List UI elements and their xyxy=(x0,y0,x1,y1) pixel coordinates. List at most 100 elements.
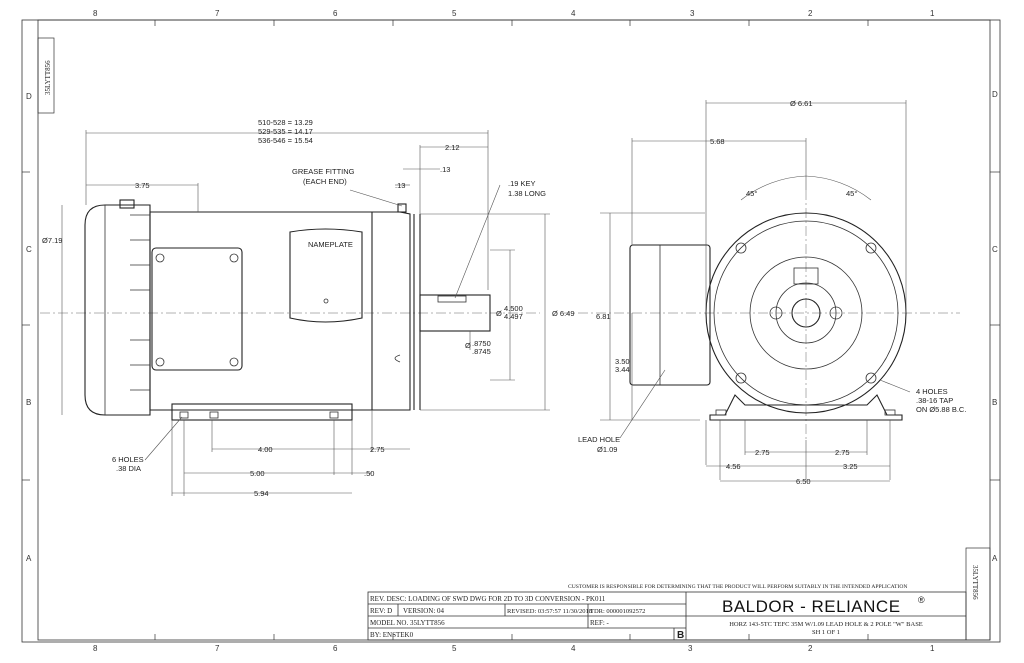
motor-end-view xyxy=(560,190,960,440)
svg-text:4.00: 4.00 xyxy=(258,445,273,454)
svg-text:3.25: 3.25 xyxy=(843,462,858,471)
motor-side-view xyxy=(40,199,540,421)
svg-text:5: 5 xyxy=(452,644,457,653)
row-labels-right: D C B A xyxy=(992,90,998,563)
shaft-end xyxy=(791,298,821,328)
svg-text:B: B xyxy=(26,398,31,407)
svg-text:Ø1.09: Ø1.09 xyxy=(597,445,617,454)
svg-text:.13: .13 xyxy=(440,165,450,174)
column-labels-bottom: 8 7 6 5 4 3 2 1 xyxy=(93,644,935,653)
svg-text:6.81: 6.81 xyxy=(596,312,611,321)
svg-text:510-528 = 13.29: 510-528 = 13.29 xyxy=(258,118,313,127)
svg-text:8: 8 xyxy=(93,9,98,18)
svg-text:4.500: 4.500 xyxy=(504,304,523,313)
svg-text:B: B xyxy=(992,398,997,407)
base-end xyxy=(709,394,903,421)
inner-border xyxy=(37,19,991,641)
end-dimension-lines xyxy=(600,100,911,482)
svg-text:1: 1 xyxy=(930,644,935,653)
title-block: CUSTOMER IS RESPONSIBLE FOR DETERMINING … xyxy=(367,584,967,641)
svg-text:4 HOLES: 4 HOLES xyxy=(916,387,948,396)
company-logo: BALDOR - RELIANCE xyxy=(722,597,901,616)
row-labels-left: D C B A xyxy=(26,92,32,563)
side-dimension-labels: 510-528 = 13.29 529-535 = 14.17 536-546 … xyxy=(42,118,575,498)
rev: REV: D xyxy=(370,607,392,615)
svg-text:7: 7 xyxy=(215,9,220,18)
key xyxy=(437,295,467,303)
svg-text:LEAD HOLE: LEAD HOLE xyxy=(578,435,620,444)
svg-text:5.00: 5.00 xyxy=(250,469,265,478)
svg-text:6 HOLES: 6 HOLES xyxy=(112,455,144,464)
svg-text:2: 2 xyxy=(808,9,813,18)
drawing-id-side: 35LYTT856 xyxy=(971,565,979,600)
model-number: MODEL NO. 35LYTT856 xyxy=(370,619,445,627)
svg-text:.8745: .8745 xyxy=(472,347,491,356)
version: VERSION: 04 xyxy=(403,607,445,615)
svg-text:4: 4 xyxy=(571,9,576,18)
svg-text:45°: 45° xyxy=(746,189,757,198)
sheet-size: B xyxy=(677,630,684,641)
svg-text:2.75: 2.75 xyxy=(835,448,850,457)
svg-text:.19 KEY: .19 KEY xyxy=(508,179,536,188)
svg-text:Ø: Ø xyxy=(496,309,502,318)
svg-text:.38-16 TAP: .38-16 TAP xyxy=(916,396,953,405)
side-dimension-lines xyxy=(61,130,550,496)
tdr: TDR: 000001092572 xyxy=(590,608,645,615)
svg-text:8: 8 xyxy=(93,644,98,653)
svg-text:3: 3 xyxy=(690,9,695,18)
svg-text:D: D xyxy=(26,92,32,101)
svg-text:Ø: Ø xyxy=(465,341,471,350)
svg-text:3.50: 3.50 xyxy=(615,357,630,366)
svg-text:(EACH END): (EACH END) xyxy=(303,177,347,186)
svg-text:3.44: 3.44 xyxy=(615,365,630,374)
svg-text:2.75: 2.75 xyxy=(370,445,385,454)
svg-text:Ø 6.61: Ø 6.61 xyxy=(790,99,813,108)
svg-text:536-546 = 15.54: 536-546 = 15.54 xyxy=(258,136,313,145)
drawing-id-box-top xyxy=(37,37,55,114)
svg-text:NAMEPLATE: NAMEPLATE xyxy=(308,240,353,249)
svg-text:7: 7 xyxy=(215,644,220,653)
svg-text:6: 6 xyxy=(333,644,338,653)
svg-text:A: A xyxy=(26,554,32,563)
svg-text:A: A xyxy=(992,554,998,563)
registered-mark: ® xyxy=(918,595,925,605)
conduit-box-side xyxy=(151,247,243,371)
svg-text:5: 5 xyxy=(452,9,457,18)
zone-ticks xyxy=(22,20,1000,640)
svg-text:C: C xyxy=(26,245,32,254)
svg-text:6: 6 xyxy=(333,9,338,18)
svg-text:2.12: 2.12 xyxy=(445,143,460,152)
svg-text:5.94: 5.94 xyxy=(254,489,269,498)
end-dimension-labels: Ø 6.61 5.68 45° 45° 6.81 3.50 3.44 4 HOL… xyxy=(578,99,966,486)
svg-text:3: 3 xyxy=(688,644,693,653)
svg-text:4.56: 4.56 xyxy=(726,462,741,471)
drawn-by: BY: ENSTEK0 xyxy=(370,631,414,639)
svg-text:4.497: 4.497 xyxy=(504,312,523,321)
shaft xyxy=(419,294,491,332)
svg-text:2.75: 2.75 xyxy=(755,448,770,457)
sheet-number: SH 1 OF 1 xyxy=(812,629,840,636)
conduit-box-end xyxy=(629,244,711,386)
fan-cover xyxy=(84,204,151,416)
svg-text:2: 2 xyxy=(808,644,813,653)
svg-text:45°: 45° xyxy=(846,189,857,198)
outer-border xyxy=(21,19,1001,643)
svg-text:D: D xyxy=(992,90,998,99)
drawing-description: HORZ 143-5TC TEFC 35M W/1.09 LEAD HOLE &… xyxy=(729,621,923,628)
svg-text:.8750: .8750 xyxy=(472,339,491,348)
nameplate xyxy=(289,228,363,323)
svg-text:5.68: 5.68 xyxy=(710,137,725,146)
base-feet xyxy=(171,403,353,421)
disclaimer: CUSTOMER IS RESPONSIBLE FOR DETERMINING … xyxy=(568,584,907,590)
svg-text:GREASE FITTING: GREASE FITTING xyxy=(292,167,355,176)
rev-desc: REV. DESC: LOADING OF SWD DWG FOR 2D TO … xyxy=(370,595,606,603)
front-bracket xyxy=(372,211,411,411)
revised: REVISED: 03:57:57 11/30/2018 xyxy=(507,608,592,615)
svg-text:Ø7.19: Ø7.19 xyxy=(42,236,62,245)
svg-text:4: 4 xyxy=(571,644,576,653)
svg-text:.13: .13 xyxy=(395,181,405,190)
svg-text:C: C xyxy=(992,245,998,254)
ref: REF: - xyxy=(590,619,610,627)
svg-text:529-535 = 14.17: 529-535 = 14.17 xyxy=(258,127,313,136)
